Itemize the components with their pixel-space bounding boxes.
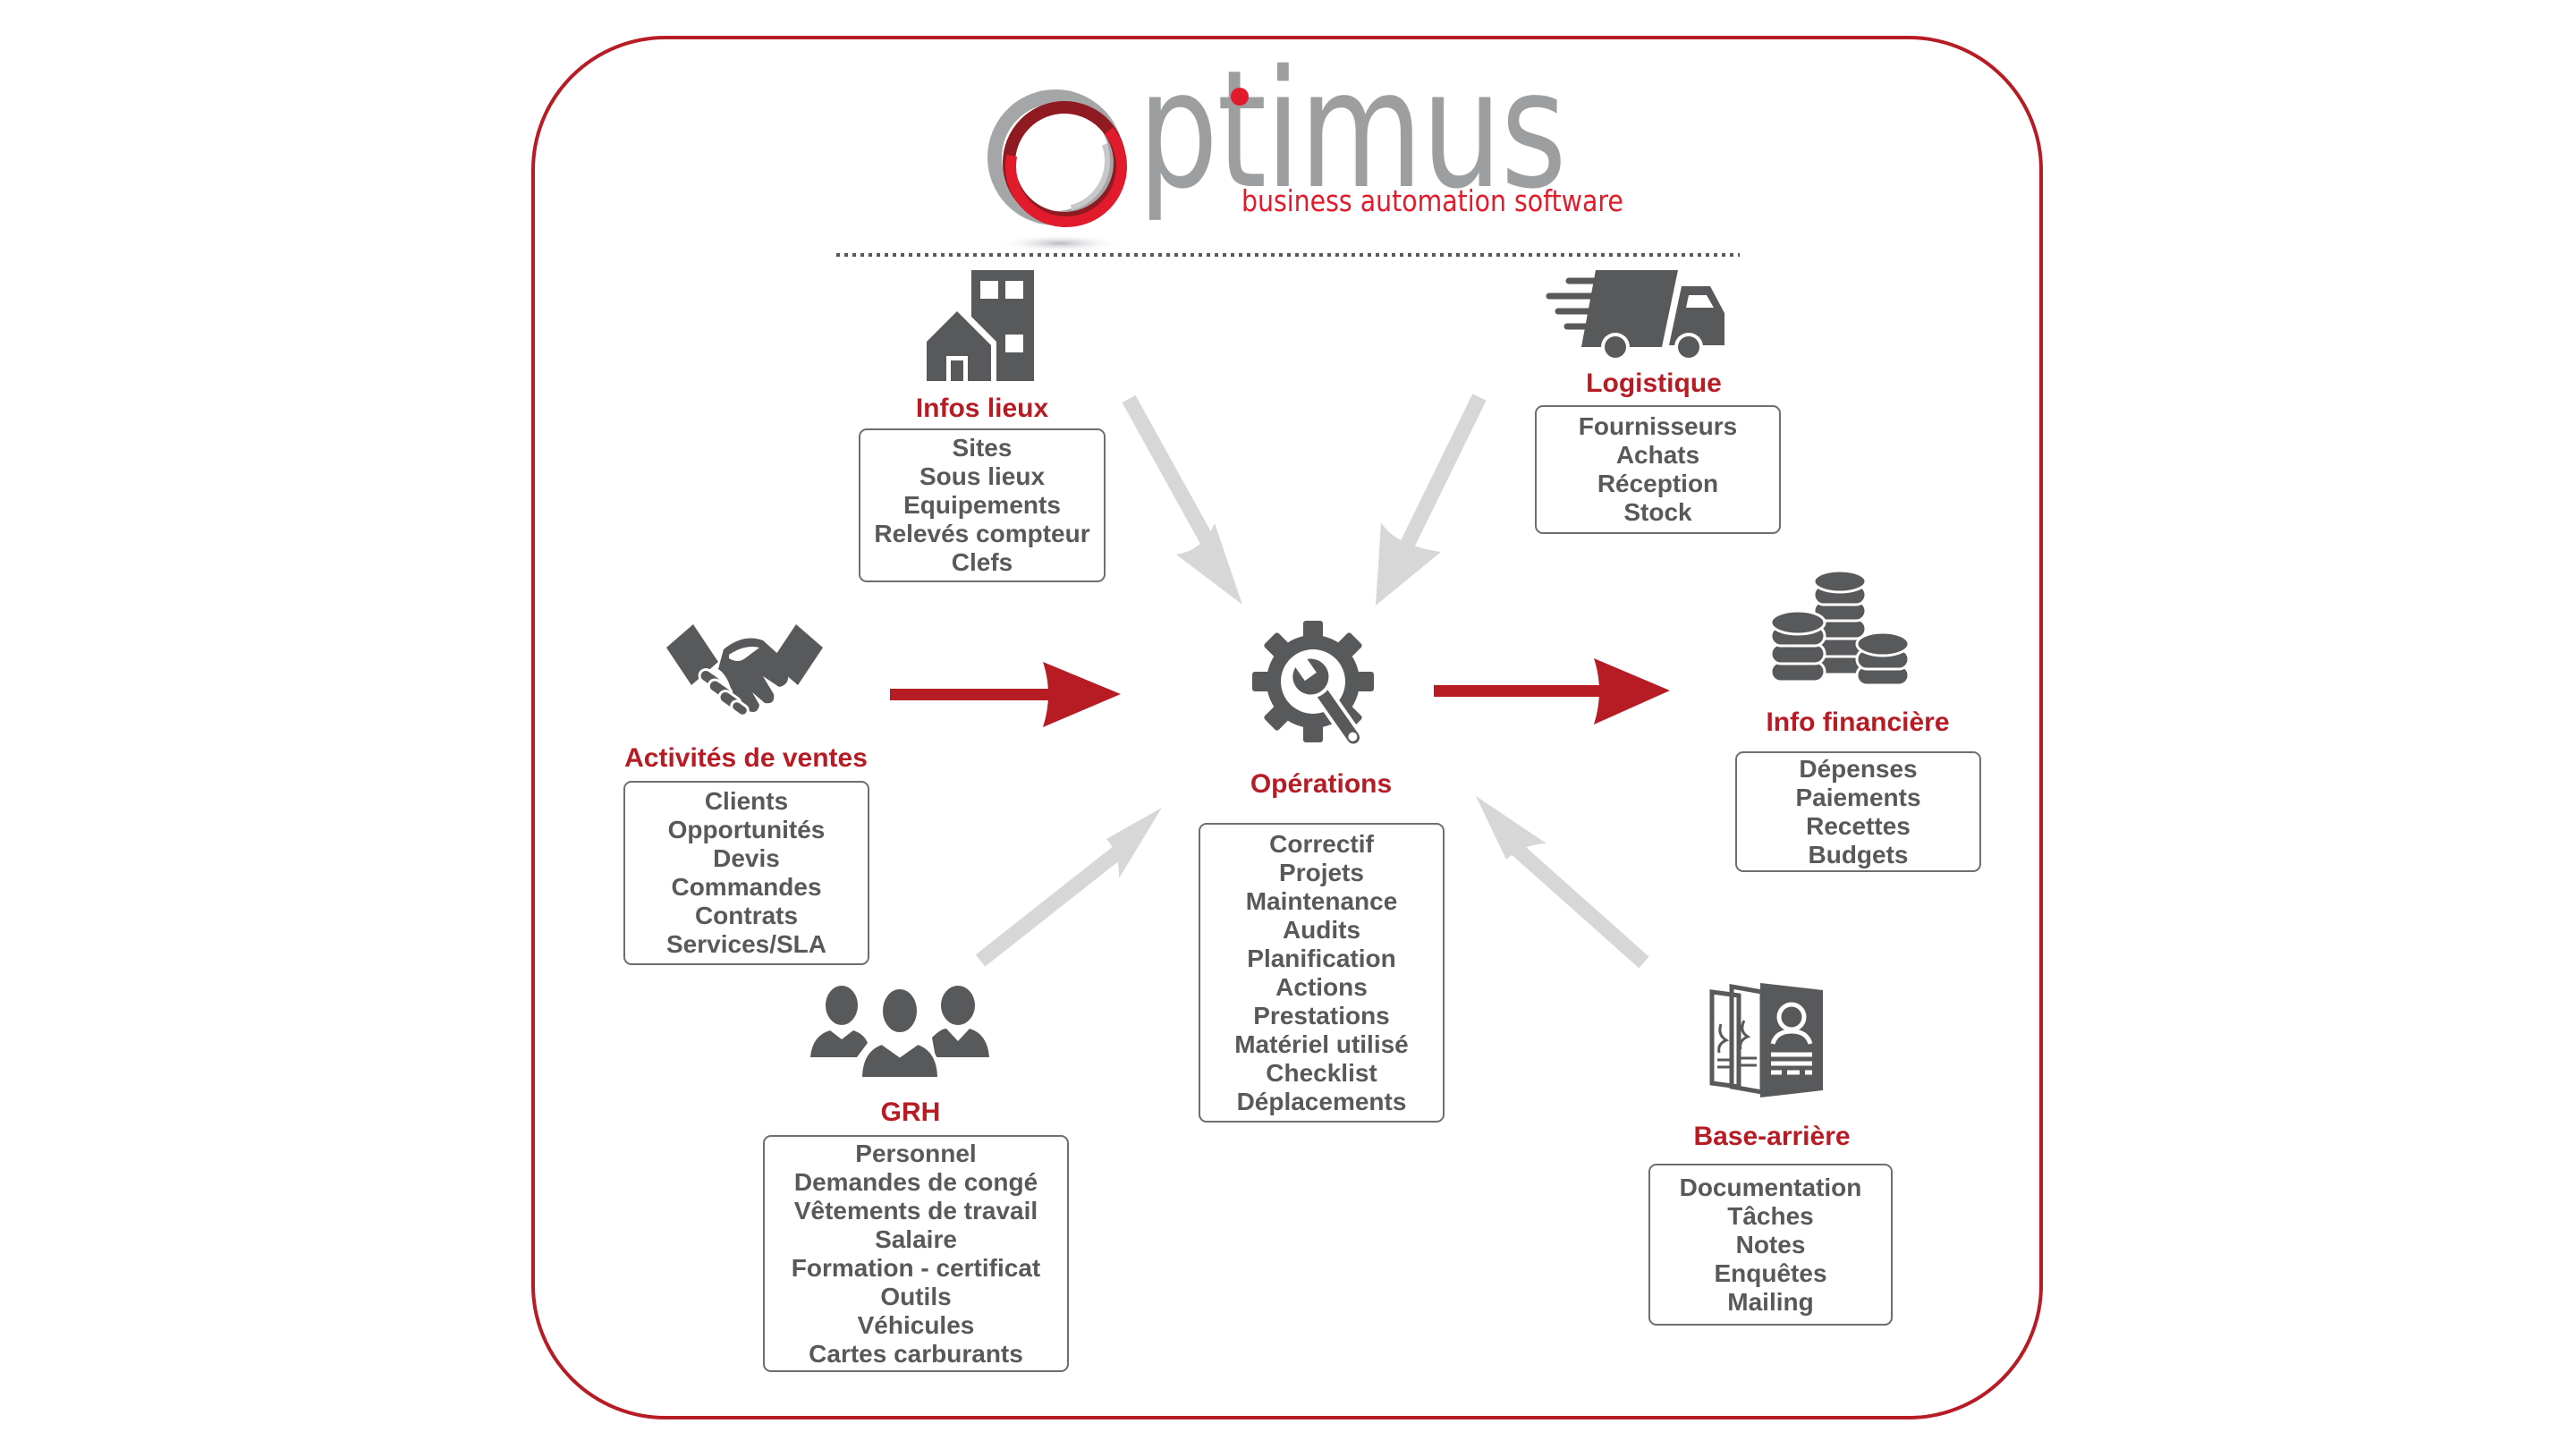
arrow-operations-to-finance bbox=[1434, 658, 1670, 724]
coin-stacks-icon bbox=[1769, 569, 1911, 687]
arrow-infos-lieux-to-operations bbox=[1122, 394, 1242, 605]
dotted-divider bbox=[836, 253, 1740, 257]
list-item: Correctif bbox=[1269, 829, 1374, 858]
list-item: Vêtements de travail bbox=[793, 1196, 1038, 1224]
module-title: Base-arrière bbox=[1693, 1122, 1851, 1151]
list-item: Dépenses bbox=[1799, 754, 1918, 783]
team-people-icon bbox=[810, 986, 989, 1080]
item-box: Fournisseurs Achats Réception Stock bbox=[1535, 405, 1781, 534]
list-item: Matériel utilisé bbox=[1234, 1030, 1409, 1058]
list-item: Commandes bbox=[671, 873, 822, 901]
documents-profile-icon bbox=[1709, 983, 1823, 1097]
arrow-ventes-to-operations bbox=[890, 662, 1121, 727]
handshake-icon bbox=[666, 624, 823, 717]
list-item: Sous lieux bbox=[919, 462, 1046, 490]
list-item: Maintenance bbox=[1245, 886, 1398, 915]
list-item: Fournisseurs bbox=[1578, 412, 1738, 440]
list-item: Audits bbox=[1282, 915, 1361, 944]
rounded-frame bbox=[531, 36, 2043, 1419]
list-item: Notes bbox=[1735, 1230, 1806, 1258]
list-item: Formation - certificat bbox=[791, 1253, 1041, 1282]
list-item: Achats bbox=[1615, 441, 1700, 469]
logo-wordmark: ptimus bbox=[1138, 35, 1567, 225]
list-item: Recettes bbox=[1806, 811, 1911, 840]
module-title: Infos lieux bbox=[915, 394, 1049, 423]
list-item: Clients bbox=[704, 787, 789, 815]
list-item: Personnel bbox=[855, 1139, 977, 1167]
list-item: Réception bbox=[1597, 470, 1719, 497]
module-title: GRH bbox=[880, 1097, 941, 1127]
list-item: Cartes carburants bbox=[809, 1339, 1023, 1368]
arrow-logistique-to-operations bbox=[1376, 394, 1487, 606]
item-box: Clients Opportunités Devis Commandes Con… bbox=[623, 781, 869, 965]
item-box: Dépenses Paiements Recettes Budgets bbox=[1735, 751, 1981, 872]
list-item: Documentation bbox=[1679, 1173, 1862, 1201]
module-title: Opérations bbox=[1250, 769, 1393, 799]
list-item: Outils bbox=[880, 1282, 952, 1310]
module-title: Logistique bbox=[1586, 369, 1722, 398]
list-item: Salaire bbox=[875, 1224, 957, 1253]
logo-tagline: business automation software bbox=[1241, 183, 1623, 218]
arrow-grh-to-operations bbox=[975, 808, 1162, 967]
delivery-truck-icon bbox=[1546, 270, 1724, 361]
module-title: Activités de ventes bbox=[624, 743, 868, 773]
logo-ring-icon bbox=[987, 89, 1127, 252]
item-box: Personnel Demandes de congé Vêtements de… bbox=[763, 1135, 1069, 1372]
list-item: Budgets bbox=[1808, 840, 1909, 869]
list-item: Planification bbox=[1247, 944, 1396, 972]
list-item: Sites bbox=[952, 434, 1013, 462]
item-box: Sites Sous lieux Equipements Relevés com… bbox=[859, 428, 1106, 582]
list-item: Actions bbox=[1275, 972, 1368, 1001]
gear-wrench-icon bbox=[1252, 621, 1374, 748]
list-item: Relevés compteur bbox=[874, 520, 1090, 547]
list-item: Enquêtes bbox=[1714, 1258, 1827, 1287]
list-item: Equipements bbox=[903, 491, 1061, 519]
list-item: Contrats bbox=[694, 902, 799, 929]
list-item: Clefs bbox=[951, 548, 1013, 576]
list-item: Tâches bbox=[1727, 1201, 1814, 1230]
list-item: Stock bbox=[1623, 498, 1692, 526]
arrow-base-arriere-to-operations bbox=[1476, 796, 1649, 969]
list-item: Véhicules bbox=[857, 1310, 975, 1339]
list-item: Déplacements bbox=[1236, 1087, 1407, 1115]
list-item: Devis bbox=[713, 844, 780, 872]
list-item: Prestations bbox=[1253, 1001, 1390, 1030]
logo-i-dot bbox=[1231, 88, 1249, 106]
list-item: Mailing bbox=[1727, 1287, 1814, 1316]
list-item: Opportunités bbox=[667, 816, 826, 843]
module-title: Info financière bbox=[1766, 708, 1950, 737]
list-item: Checklist bbox=[1266, 1058, 1377, 1087]
list-item: Projets bbox=[1279, 858, 1364, 886]
list-item: Services/SLA bbox=[666, 930, 826, 958]
list-item: Demandes de congé bbox=[793, 1167, 1038, 1196]
building-icon bbox=[923, 270, 1034, 381]
item-box: Correctif Projets Maintenance Audits Pla… bbox=[1199, 823, 1445, 1123]
item-box: Documentation Tâches Notes Enquêtes Mail… bbox=[1648, 1164, 1893, 1326]
list-item: Paiements bbox=[1795, 783, 1921, 811]
